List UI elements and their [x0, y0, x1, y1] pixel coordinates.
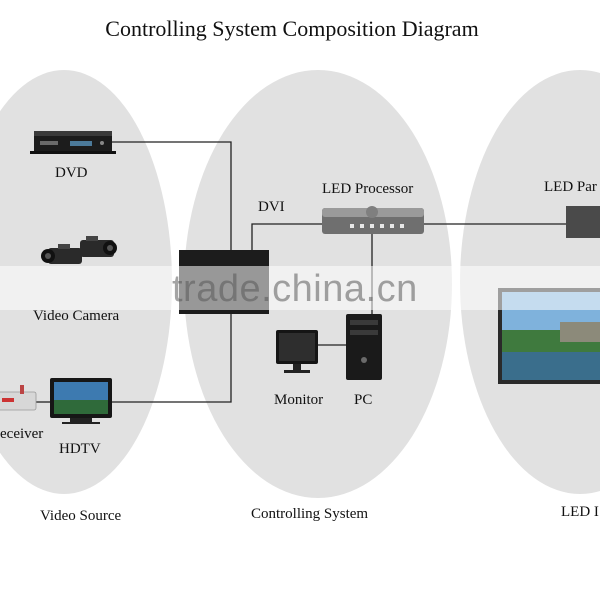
led-processor-label: LED Processor [322, 181, 413, 198]
pc-tower-icon [346, 314, 382, 380]
controlling-system-label: Controlling System [251, 506, 368, 523]
dvd-player-icon [30, 131, 116, 154]
led-display-label: LED I [561, 504, 599, 521]
dvd-label: DVD [55, 165, 88, 182]
page-title: Controlling System Composition Diagram [0, 16, 584, 42]
led-panel-module-icon [566, 206, 600, 238]
receiver-label: eceiver [0, 426, 43, 443]
dvi-label: DVI [258, 199, 285, 216]
pc-label: PC [354, 392, 372, 409]
monitor-label: Monitor [274, 392, 323, 409]
hdtv-icon [50, 378, 112, 424]
video-source-label: Video Source [40, 508, 121, 525]
hdtv-label: HDTV [59, 441, 101, 458]
video-camera-label: Video Camera [33, 308, 119, 325]
led-processor-icon [322, 206, 424, 234]
watermark-text: trade.china.cn [172, 268, 418, 311]
led-panel-label: LED Par [544, 179, 597, 196]
